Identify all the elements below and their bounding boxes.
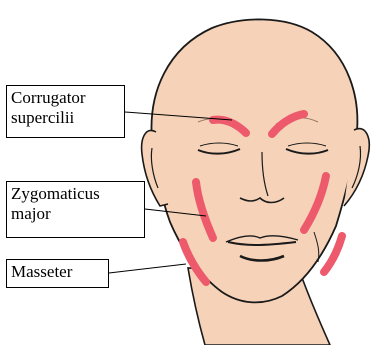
masseter-label-line1: Masseter xyxy=(11,262,104,282)
zygomaticus-label-line2: major xyxy=(11,204,140,224)
masseter-leader-line xyxy=(109,264,186,273)
masseter-label: Masseter xyxy=(6,259,109,288)
zygomaticus-label-line1: Zygomaticus xyxy=(11,184,140,204)
zygomaticus-label: Zygomaticus major xyxy=(6,181,145,238)
corrugator-label: Corrugator supercilii xyxy=(6,85,125,138)
corrugator-label-line1: Corrugator xyxy=(11,88,120,108)
corrugator-label-line2: supercilii xyxy=(11,108,120,128)
